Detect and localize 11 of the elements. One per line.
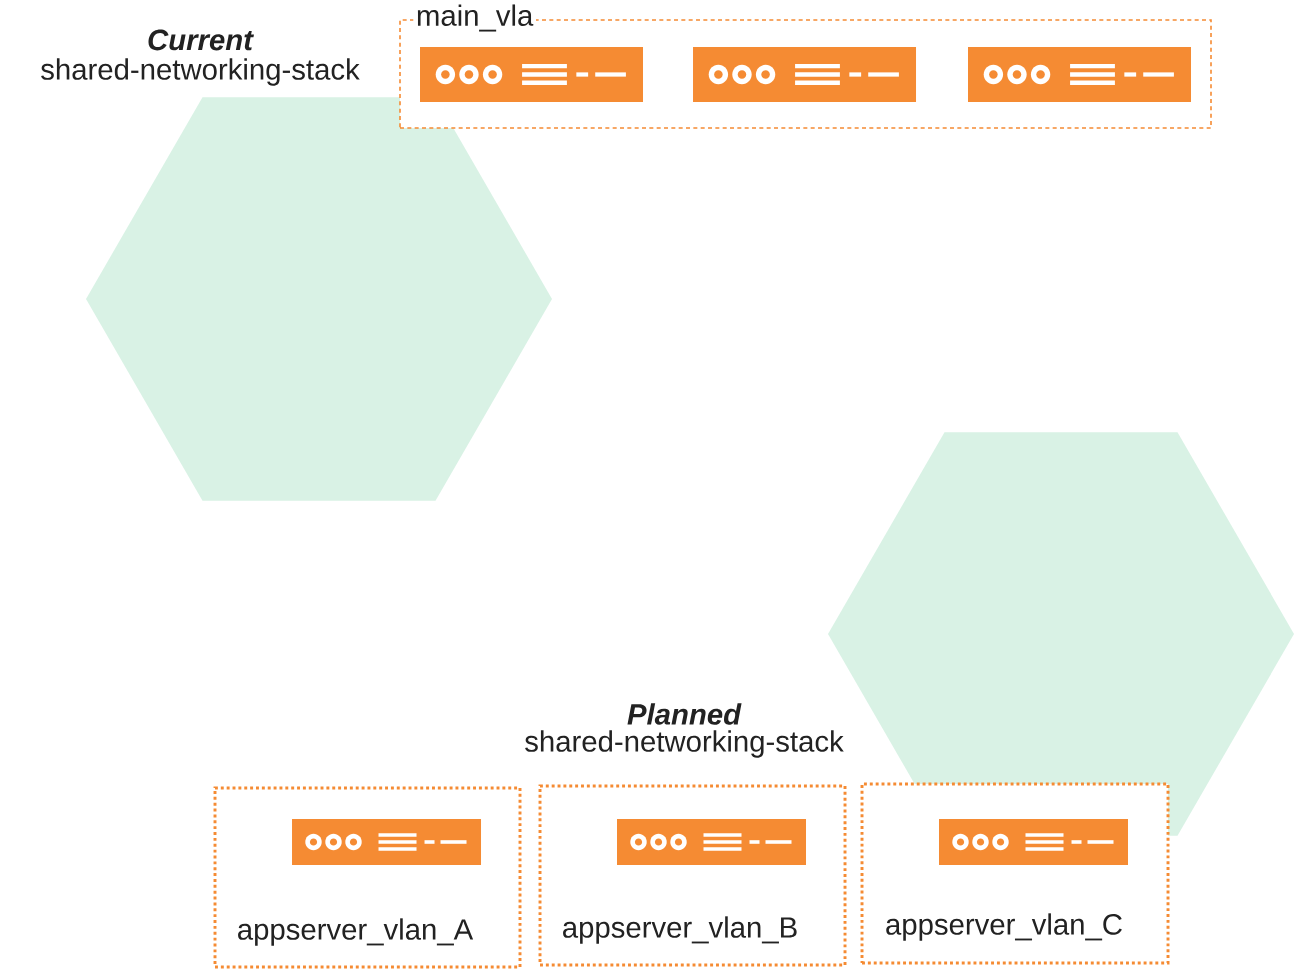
server-icon (617, 819, 806, 865)
heading-text: Planned (627, 703, 742, 725)
hexagon (86, 97, 552, 501)
heading-text: Current (148, 29, 254, 51)
server-icon (292, 819, 481, 865)
server-icon (693, 47, 916, 102)
heading-text: shared-networking-stack (525, 730, 844, 758)
server-icon (939, 819, 1128, 865)
server-icon (968, 47, 1191, 102)
heading-text: shared-networking-stack (41, 58, 360, 86)
server-icon (420, 47, 643, 102)
